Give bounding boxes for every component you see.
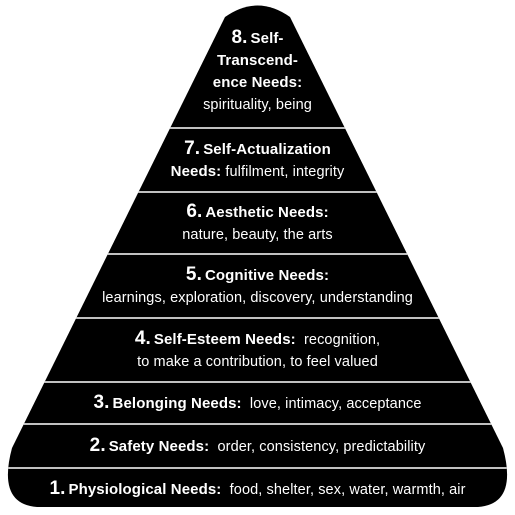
level-name: Aesthetic Needs:: [205, 204, 329, 221]
level-name: Self-Esteem Needs:: [153, 331, 296, 348]
pyramid-level-4: 4.Self-Esteem Needs: recognition, to make…: [0, 328, 515, 373]
level-name: Self-Actualization: [203, 141, 331, 158]
level-line: 5.Cognitive Needs:: [0, 264, 515, 287]
level-line: nature, beauty, the arts: [0, 224, 515, 246]
level-line: Transcend-: [0, 50, 515, 72]
level-name: ence Needs:: [212, 74, 303, 91]
level-description: learnings, exploration, discovery, under…: [102, 290, 413, 306]
level-description: nature, beauty, the arts: [182, 227, 333, 243]
level-number: 1.: [49, 478, 66, 499]
pyramid-level-1: 1.Physiological Needs: food, shelter, se…: [0, 478, 515, 501]
level-description: fulfilment, integrity: [221, 164, 345, 180]
level-number: 5.: [185, 264, 202, 285]
level-number: 8.: [231, 27, 248, 48]
pyramid-level-6: 6.Aesthetic Needs: nature, beauty, the ar…: [0, 201, 515, 246]
level-line: 4.Self-Esteem Needs: recognition,: [0, 328, 515, 351]
level-number: 4.: [134, 328, 151, 349]
level-name: Belonging Needs:: [112, 395, 242, 412]
level-description: love, intimacy, acceptance: [241, 396, 422, 412]
level-name: Transcend-: [216, 52, 299, 69]
level-description: to make a contribution, to feel valued: [137, 354, 378, 370]
level-name: Safety Needs:: [108, 438, 210, 455]
level-line: 2.Safety Needs: order, consistency, pred…: [0, 435, 515, 458]
level-number: 3.: [93, 392, 110, 413]
pyramid-level-2: 2.Safety Needs: order, consistency, pred…: [0, 435, 515, 458]
level-description: order, consistency, predictability: [209, 439, 426, 455]
level-line: 6.Aesthetic Needs:: [0, 201, 515, 224]
level-number: 2.: [89, 435, 106, 456]
level-line: 1.Physiological Needs: food, shelter, se…: [0, 478, 515, 501]
level-name: Cognitive Needs:: [204, 267, 330, 284]
level-line: Needs: fulfilment, integrity: [0, 161, 515, 183]
level-name: Self-: [250, 30, 284, 47]
level-line: spirituality, being: [0, 94, 515, 116]
level-description: food, shelter, sex, water, warmth, air: [221, 482, 466, 498]
level-description: spirituality, being: [203, 97, 312, 113]
level-description: recognition,: [295, 332, 381, 348]
level-line: ence Needs:: [0, 72, 515, 94]
pyramid-level-3: 3.Belonging Needs: love, intimacy, accep…: [0, 392, 515, 415]
level-line: 7.Self-Actualization: [0, 138, 515, 161]
pyramid-level-8: 8.Self- Transcend-ence Needs: spirituality…: [0, 27, 515, 116]
level-line: learnings, exploration, discovery, under…: [0, 287, 515, 309]
level-name: Physiological Needs:: [68, 481, 222, 498]
level-name: Needs:: [170, 163, 222, 180]
level-line: 3.Belonging Needs: love, intimacy, accep…: [0, 392, 515, 415]
level-number: 7.: [184, 138, 201, 159]
level-number: 6.: [186, 201, 203, 222]
pyramid-level-5: 5.Cognitive Needs: learnings, exploration…: [0, 264, 515, 309]
level-line: to make a contribution, to feel valued: [0, 351, 515, 373]
level-line: 8.Self-: [0, 27, 515, 50]
